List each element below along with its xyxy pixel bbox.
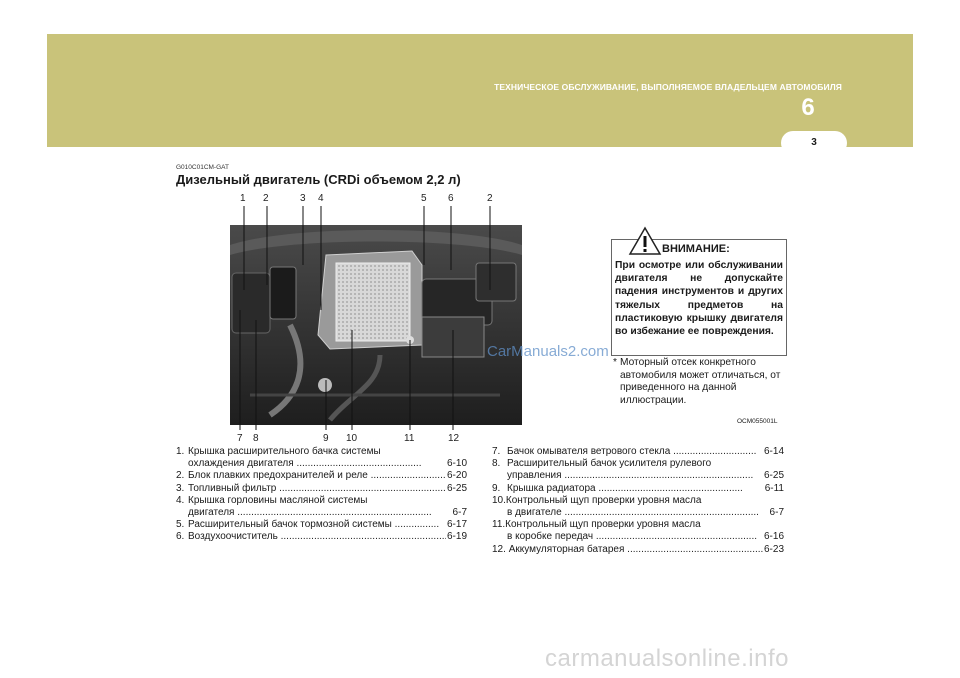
list-item: 3.Топливный фильтр .....................… (176, 482, 467, 494)
warning-title: ВНИМАНИЕ: (662, 243, 730, 255)
list-item: 12. Аккумуляторная батарея .............… (492, 543, 784, 555)
callout-5: 5 (421, 193, 427, 204)
warning-box (611, 239, 787, 356)
list-item: в двигателе ............................… (507, 507, 784, 519)
warning-triangle-icon (628, 226, 662, 255)
callout-2b: 2 (487, 193, 493, 204)
callout-3: 3 (300, 193, 306, 204)
leader-lines (239, 206, 491, 430)
list-item: в коробке передач ......................… (507, 531, 784, 543)
list-item: 10.Контрольный щуп проверки уровня масла (492, 494, 702, 506)
page-number: 3 (811, 137, 817, 148)
callout-2: 2 (263, 193, 269, 204)
chapter-number: 6 (801, 94, 815, 121)
list-item: 2.Блок плавких предохранителей и реле ..… (176, 470, 467, 482)
note-asterisk: * (613, 357, 617, 368)
engine-illustration (230, 225, 522, 425)
callout-8: 8 (253, 433, 259, 444)
list-item: охлаждения двигателя ...................… (188, 458, 467, 470)
warning-text: При осмотре или обслуживании двигателя н… (615, 260, 783, 338)
parts-list-left: 1.Крышка расширительного бачка системы о… (176, 446, 467, 544)
list-item: 8.Расширительный бачок усилителя рулевог… (492, 458, 712, 470)
callout-6: 6 (448, 193, 454, 204)
note-text: Моторный отсек конкретного автомобиля мо… (620, 357, 781, 406)
watermark-carmanuals2: CarManuals2.com (487, 343, 609, 360)
callout-9: 9 (323, 433, 329, 444)
callout-7: 7 (237, 433, 243, 444)
parts-list-right: 7.Бачок омывателя ветрового стекла .....… (492, 446, 784, 556)
list-item: 4.Крышка горловины масляной системы (176, 494, 368, 506)
watermark-carmanualsonline: carmanualsonline.info (545, 645, 789, 672)
section-title: ТЕХНИЧЕСКОЕ ОБСЛУЖИВАНИЕ, ВЫПОЛНЯЕМОЕ ВЛ… (494, 82, 842, 92)
callout-10: 10 (346, 433, 358, 444)
list-item: 9.Крышка радиатора .....................… (492, 482, 784, 494)
list-item: 5.Расширительный бачок тормозной системы… (176, 519, 467, 531)
callout-1: 1 (240, 193, 246, 204)
page-number-tab: 3 (781, 131, 847, 155)
illustration-note: * Моторный отсек конкретного автомобиля … (613, 357, 785, 407)
list-item: двигателя ..............................… (188, 507, 467, 519)
list-item: управления .............................… (507, 470, 784, 482)
list-item: 6.Воздухоочиститель ....................… (176, 531, 467, 543)
page-title: Дизельный двигатель (CRDi объемом 2,2 л) (176, 172, 461, 187)
header-band (47, 34, 913, 147)
callout-12: 12 (448, 433, 460, 444)
engine-photo (230, 225, 522, 425)
list-item: 11.Контрольный щуп проверки уровня масла (492, 519, 701, 531)
doc-code: G010C01CM-GAT (176, 164, 229, 171)
callout-11: 11 (404, 433, 415, 444)
callout-4: 4 (318, 193, 324, 204)
figure-code: OCM055001L (737, 418, 778, 425)
list-item: 1.Крышка расширительного бачка системы (176, 446, 381, 457)
list-item: 7.Бачок омывателя ветрового стекла .....… (492, 446, 784, 457)
